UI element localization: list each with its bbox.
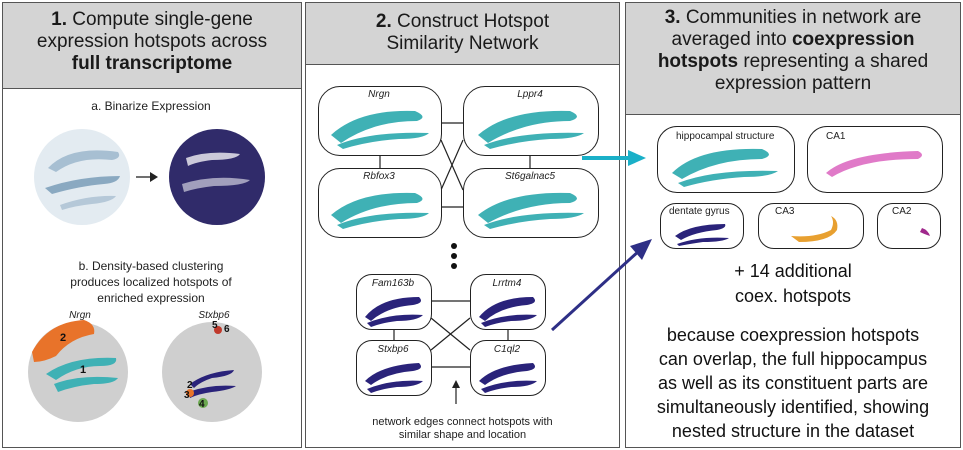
nrgn-cluster-2: 2 <box>60 332 66 344</box>
hotspot-label-ca2: CA2 <box>892 206 912 217</box>
stxbp6-cluster-image <box>162 322 262 422</box>
navy-community-arrowhead <box>630 239 652 260</box>
additional-hotspots-line1: + 14 additional <box>734 261 852 281</box>
additional-hotspots-line2: coex. hotspots <box>734 286 852 306</box>
panel1-number: 1. <box>51 9 67 30</box>
stxbp6-cluster-3: 3 <box>184 390 190 401</box>
node-label-stxbp6: Stxbp6 <box>377 344 409 355</box>
node-label-c1ql2: C1ql2 <box>493 344 521 355</box>
panel3-number: 3. <box>664 7 681 28</box>
overlap-note-line2: can overlap, the full hippocampus <box>658 349 928 369</box>
node-label-lppr4: Lppr4 <box>517 89 543 100</box>
network-caption-arrowhead <box>452 380 460 388</box>
overlap-note-line1: because coexpression hotspots <box>666 325 920 345</box>
step-b-line1: b. Density-based clustering <box>78 259 224 273</box>
network-node-lrrtm4: Lrrtm4 <box>470 274 546 330</box>
panel2-header: 2. Construct Hotspot Similarity Network <box>306 3 619 65</box>
node-label-rbfox3: Rbfox3 <box>363 171 395 182</box>
node-label-st6galnac5: St6galnac5 <box>504 171 556 182</box>
node-label-nrgn: Nrgn <box>368 89 390 100</box>
panel1-title-line1: Compute single-gene <box>66 9 253 30</box>
ellipsis-dot-3 <box>451 263 457 269</box>
network-node-lppr4: Lppr4 <box>463 86 599 156</box>
binarized-expression-image <box>169 129 265 225</box>
hotspot-ca3: CA3 <box>758 203 864 249</box>
node-label-fam163b: Fam163b <box>371 278 415 289</box>
gene-label-nrgn: Nrgn <box>69 310 91 321</box>
hotspot-label-ca3: CA3 <box>775 206 795 217</box>
panel1-header: 1. Compute single-gene expression hotspo… <box>3 3 301 89</box>
binarize-arrowhead <box>150 172 158 182</box>
network-node-stxbp6: Stxbp6 <box>356 340 432 396</box>
navy-community-arrow <box>550 248 642 332</box>
hotspot-dentate-gyrus: dentate gyrus <box>660 203 744 249</box>
network-node-rbfox3: Rbfox3 <box>318 168 442 238</box>
hotspot-ca1: CA1 <box>807 126 943 193</box>
stxbp6-cluster-4: 4 <box>199 399 205 410</box>
panel2-number: 2. <box>375 11 392 32</box>
stxbp6-cluster-5: 5 <box>212 320 218 331</box>
network-node-nrgn: Nrgn <box>318 86 442 156</box>
panel1-title-line3: full transcriptome <box>71 53 233 74</box>
overlap-note-line5: nested structure in the dataset <box>671 421 915 441</box>
network-node-c1ql2: C1ql2 <box>470 340 546 396</box>
raw-expression-image <box>34 129 130 225</box>
network-node-st6galnac5: St6galnac5 <box>463 168 599 238</box>
step-b-line3: enriched expression <box>97 291 205 305</box>
panel3-title-line2b: coexpression <box>791 29 915 50</box>
step-a-label: a. Binarize Expression <box>91 99 211 113</box>
nrgn-cluster-image <box>28 320 128 422</box>
network-caption-line2: similar shape and location <box>398 429 527 441</box>
panel3-title-line1: Communities in network are <box>680 7 922 28</box>
overlap-note-line4: simultaneously identified, showing <box>656 397 930 417</box>
panel3-title-line2a: averaged into <box>671 29 792 50</box>
panel3-header: 3. Communities in network are averaged i… <box>626 3 960 115</box>
panel3-title-line4: expression pattern <box>714 73 872 94</box>
cyan-community-arrowhead <box>628 150 646 166</box>
hotspot-label-dentate: dentate gyrus <box>669 206 730 217</box>
step-b-line2: produces localized hotspots of <box>70 275 232 289</box>
panel3-title-line3b: representing a shared <box>738 51 929 72</box>
overlap-note-line3: as well as its constituent parts are <box>657 373 929 393</box>
ellipsis-dot-1 <box>451 243 457 249</box>
panel1-title-line2: expression hotspots across <box>36 31 268 52</box>
hotspot-label-hippocampal: hippocampal structure <box>676 131 775 142</box>
network-caption-line1: network edges connect hotspots with <box>372 416 553 428</box>
panel2-title-line1: Construct Hotspot <box>391 11 550 32</box>
panel2-title-line2: Similarity Network <box>386 33 539 54</box>
nrgn-cluster-1: 1 <box>80 364 86 376</box>
hotspot-hippocampal-structure: hippocampal structure <box>657 126 795 193</box>
panel3-title-line3a: hotspots <box>657 51 739 72</box>
ellipsis-dot-2 <box>451 253 457 259</box>
stxbp6-cluster-2: 2 <box>187 380 193 391</box>
gene-label-stxbp6: Stxbp6 <box>198 310 230 321</box>
node-label-lrrtm4: Lrrtm4 <box>492 278 522 289</box>
stxbp6-cluster-6: 6 <box>224 324 230 335</box>
hotspot-label-ca1: CA1 <box>826 131 846 142</box>
hotspot-ca2: CA2 <box>877 203 941 249</box>
network-node-fam163b: Fam163b <box>356 274 432 330</box>
